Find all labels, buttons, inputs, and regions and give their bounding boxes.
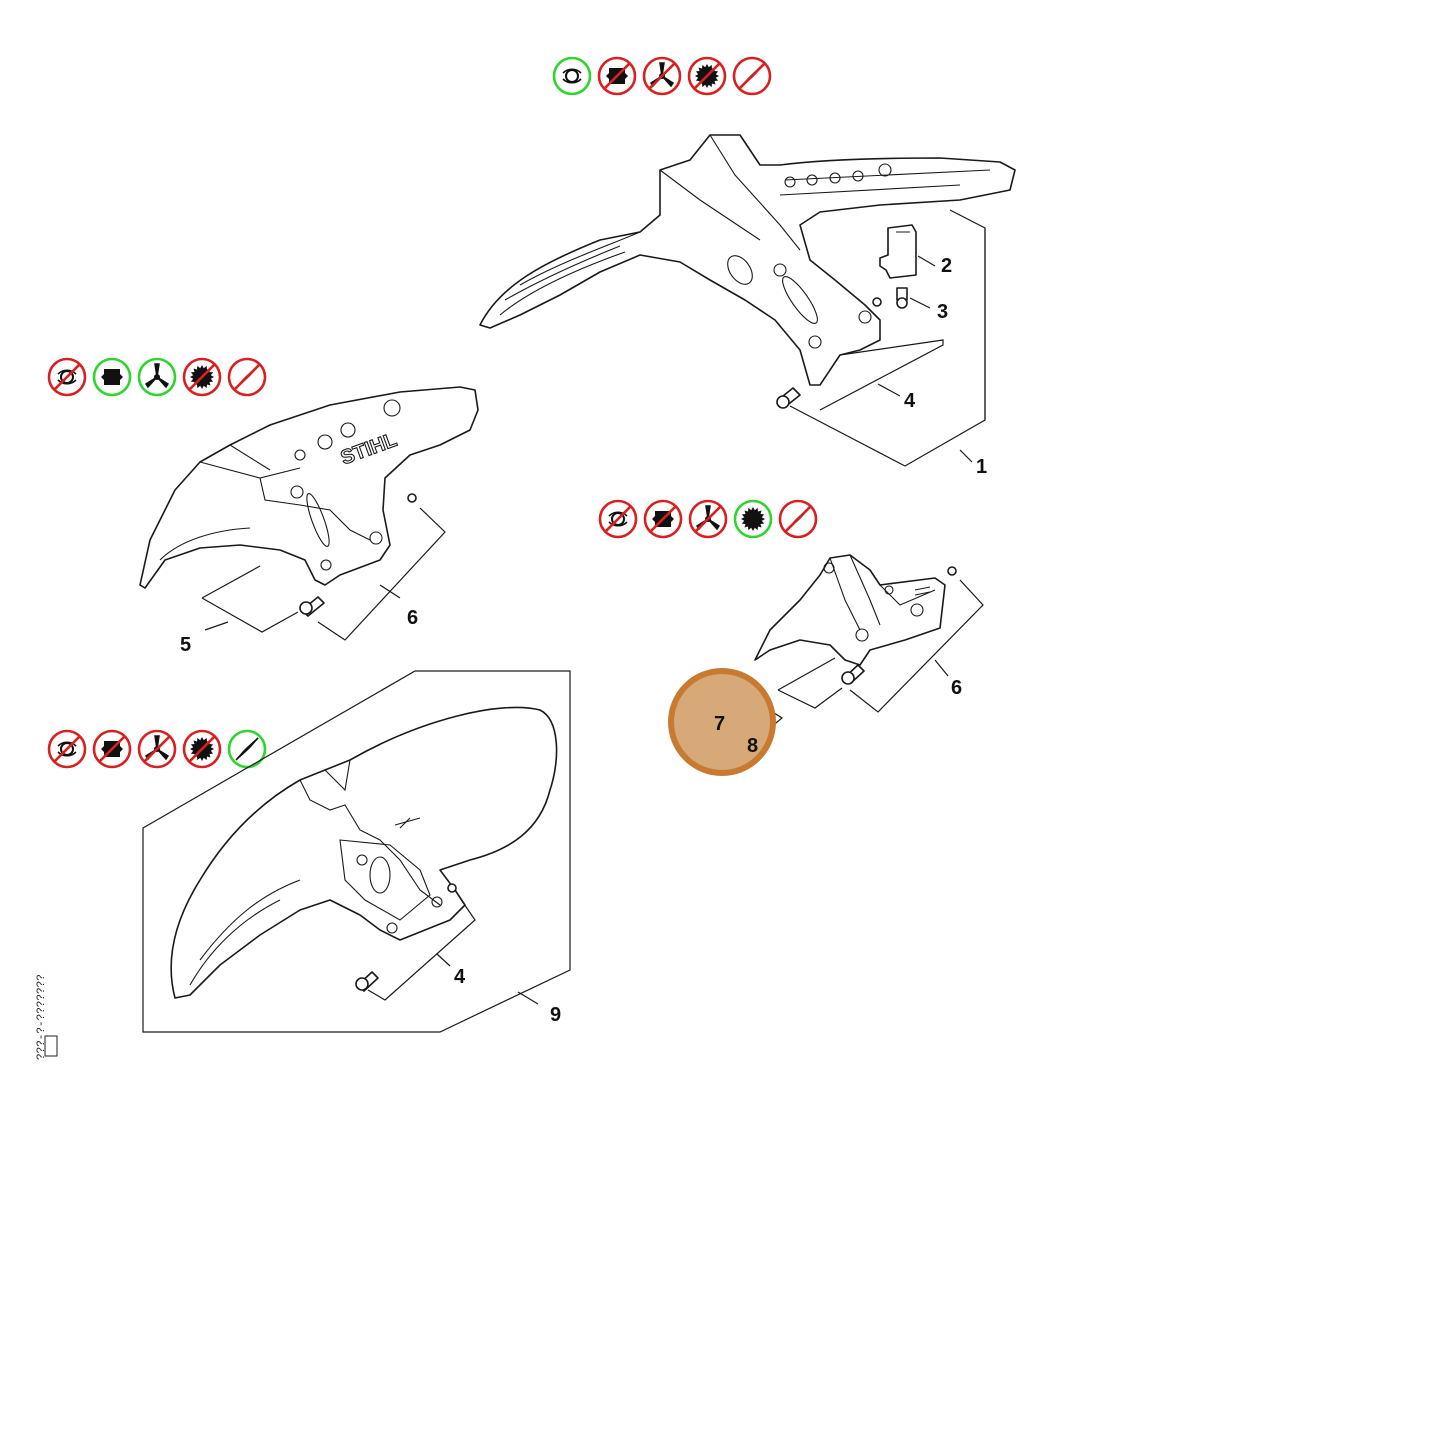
guard-part-7 — [737, 554, 984, 729]
forbidden-slash — [649, 505, 677, 533]
forbidden-slash — [738, 62, 766, 90]
callout-1: 1 — [976, 456, 987, 478]
callout-8: 8 — [747, 735, 758, 757]
symbol-group-top — [552, 56, 772, 96]
symbol-allowed — [552, 56, 592, 96]
two-blade-knife-icon — [235, 737, 259, 761]
forbidden-slash — [603, 62, 631, 90]
symbol-forbidden — [688, 499, 728, 539]
symbol-forbidden — [642, 56, 682, 96]
symbol-forbidden — [47, 729, 87, 769]
callout-2: 2 — [941, 255, 952, 277]
drawing-code: ???-?-??????? — [36, 974, 48, 1060]
symbol-forbidden — [137, 729, 177, 769]
symbol-group-middle — [598, 499, 818, 539]
callout-7: 7 — [714, 713, 725, 735]
symbol-forbidden — [92, 729, 132, 769]
symbol-forbidden — [597, 56, 637, 96]
symbol-group-left — [47, 357, 267, 397]
symbol-forbidden — [732, 56, 772, 96]
symbol-allowed — [227, 729, 267, 769]
callout-6-left: 6 — [407, 607, 418, 629]
symbol-group-bottom — [47, 729, 267, 769]
callout-6-right: 6 — [951, 677, 962, 699]
three-blade-icon — [144, 363, 170, 389]
symbol-forbidden — [47, 357, 87, 397]
forbidden-slash — [53, 363, 81, 391]
forbidden-slash — [694, 505, 722, 533]
callout-4-top: 4 — [904, 390, 916, 412]
symbol-allowed — [92, 357, 132, 397]
forbidden-slash — [188, 363, 216, 391]
guard-assembly-1 — [479, 134, 1016, 467]
callout-3: 3 — [937, 301, 948, 323]
trimmer-head-icon — [608, 511, 628, 527]
trimmer-head-icon — [57, 741, 77, 757]
forbidden-slash — [784, 505, 812, 533]
symbol-forbidden — [687, 56, 727, 96]
forbidden-slash — [604, 505, 632, 533]
callout-9: 9 — [550, 1004, 561, 1026]
callout-4-bottom: 4 — [454, 966, 466, 988]
highlight-marker — [668, 668, 776, 776]
forbidden-slash — [648, 62, 676, 90]
symbol-forbidden — [227, 357, 267, 397]
forbidden-slash — [98, 735, 126, 763]
trimmer-head-icon — [57, 369, 77, 385]
symbol-allowed — [137, 357, 177, 397]
forbidden-slash — [693, 62, 721, 90]
polycut-head-icon — [101, 369, 123, 385]
forbidden-slash — [143, 735, 171, 763]
symbol-forbidden — [598, 499, 638, 539]
forbidden-slash — [188, 735, 216, 763]
symbol-forbidden — [778, 499, 818, 539]
callout-5: 5 — [180, 634, 191, 656]
forbidden-slash — [233, 363, 261, 391]
trimmer-head-icon — [562, 68, 582, 84]
drawing-code-box — [44, 1035, 58, 1057]
saw-blade-icon — [741, 507, 765, 531]
guard-part-5: STIHL — [139, 386, 479, 641]
symbol-forbidden — [182, 357, 222, 397]
symbol-forbidden — [643, 499, 683, 539]
symbol-ring — [552, 56, 592, 96]
symbol-forbidden — [182, 729, 222, 769]
guard-part-9 — [142, 670, 571, 1033]
symbol-allowed — [733, 499, 773, 539]
forbidden-slash — [53, 735, 81, 763]
